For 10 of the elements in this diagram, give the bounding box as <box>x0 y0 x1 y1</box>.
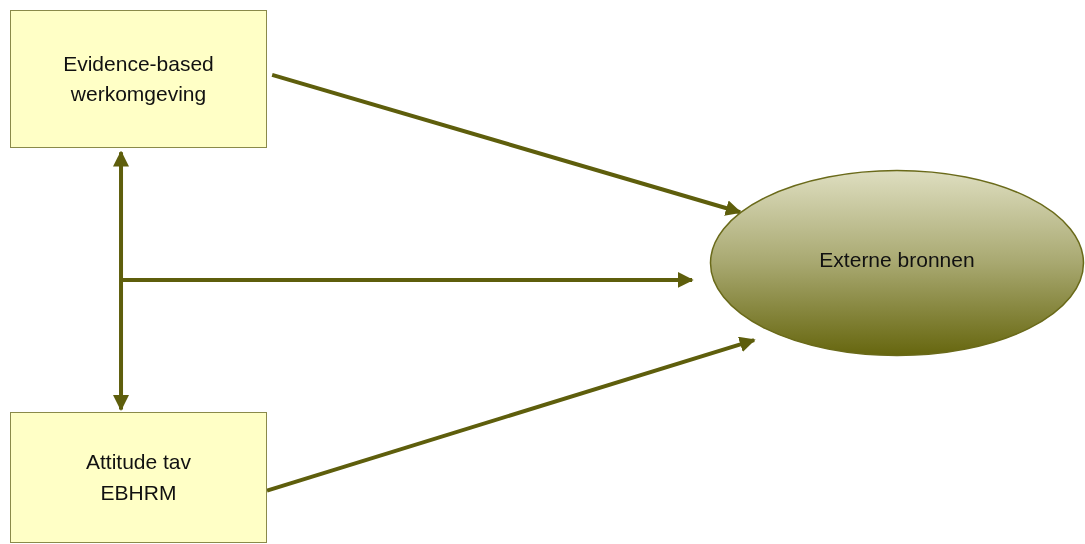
arrow <box>266 336 756 493</box>
node-label: Attitude tav EBHRM <box>84 449 193 506</box>
arrow <box>121 271 694 288</box>
variable-box <box>10 412 267 543</box>
variable-box <box>10 10 267 148</box>
arrow <box>271 72 742 216</box>
arrow <box>113 150 129 411</box>
outcome-ellipse <box>709 169 1085 357</box>
node-label: Evidence-based werkomgeving <box>62 50 215 107</box>
node-label: Externe bronnen <box>818 246 976 273</box>
